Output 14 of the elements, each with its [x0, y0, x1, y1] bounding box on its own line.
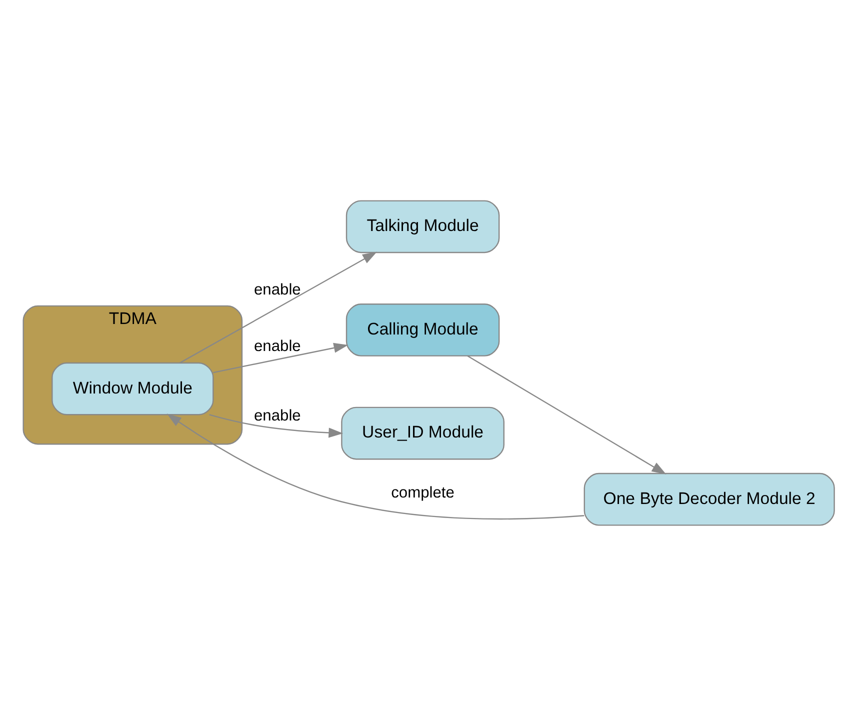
- node-box: Calling Module: [346, 303, 500, 356]
- edge-label: enable: [254, 407, 301, 424]
- arrow: [213, 342, 348, 373]
- edge-label: complete: [391, 484, 454, 501]
- arrow: [179, 251, 377, 363]
- node-box: User_ID Module: [341, 406, 504, 460]
- node-box: One Byte Decoder Module 2: [584, 472, 835, 526]
- edge-label: enable: [254, 280, 301, 298]
- node-box: Window Module: [52, 362, 214, 415]
- arrow: [166, 413, 584, 520]
- arrow: [467, 354, 666, 474]
- node-box: Talking Module: [346, 200, 500, 253]
- arrow: [209, 414, 344, 438]
- edge-label: enable: [254, 337, 301, 354]
